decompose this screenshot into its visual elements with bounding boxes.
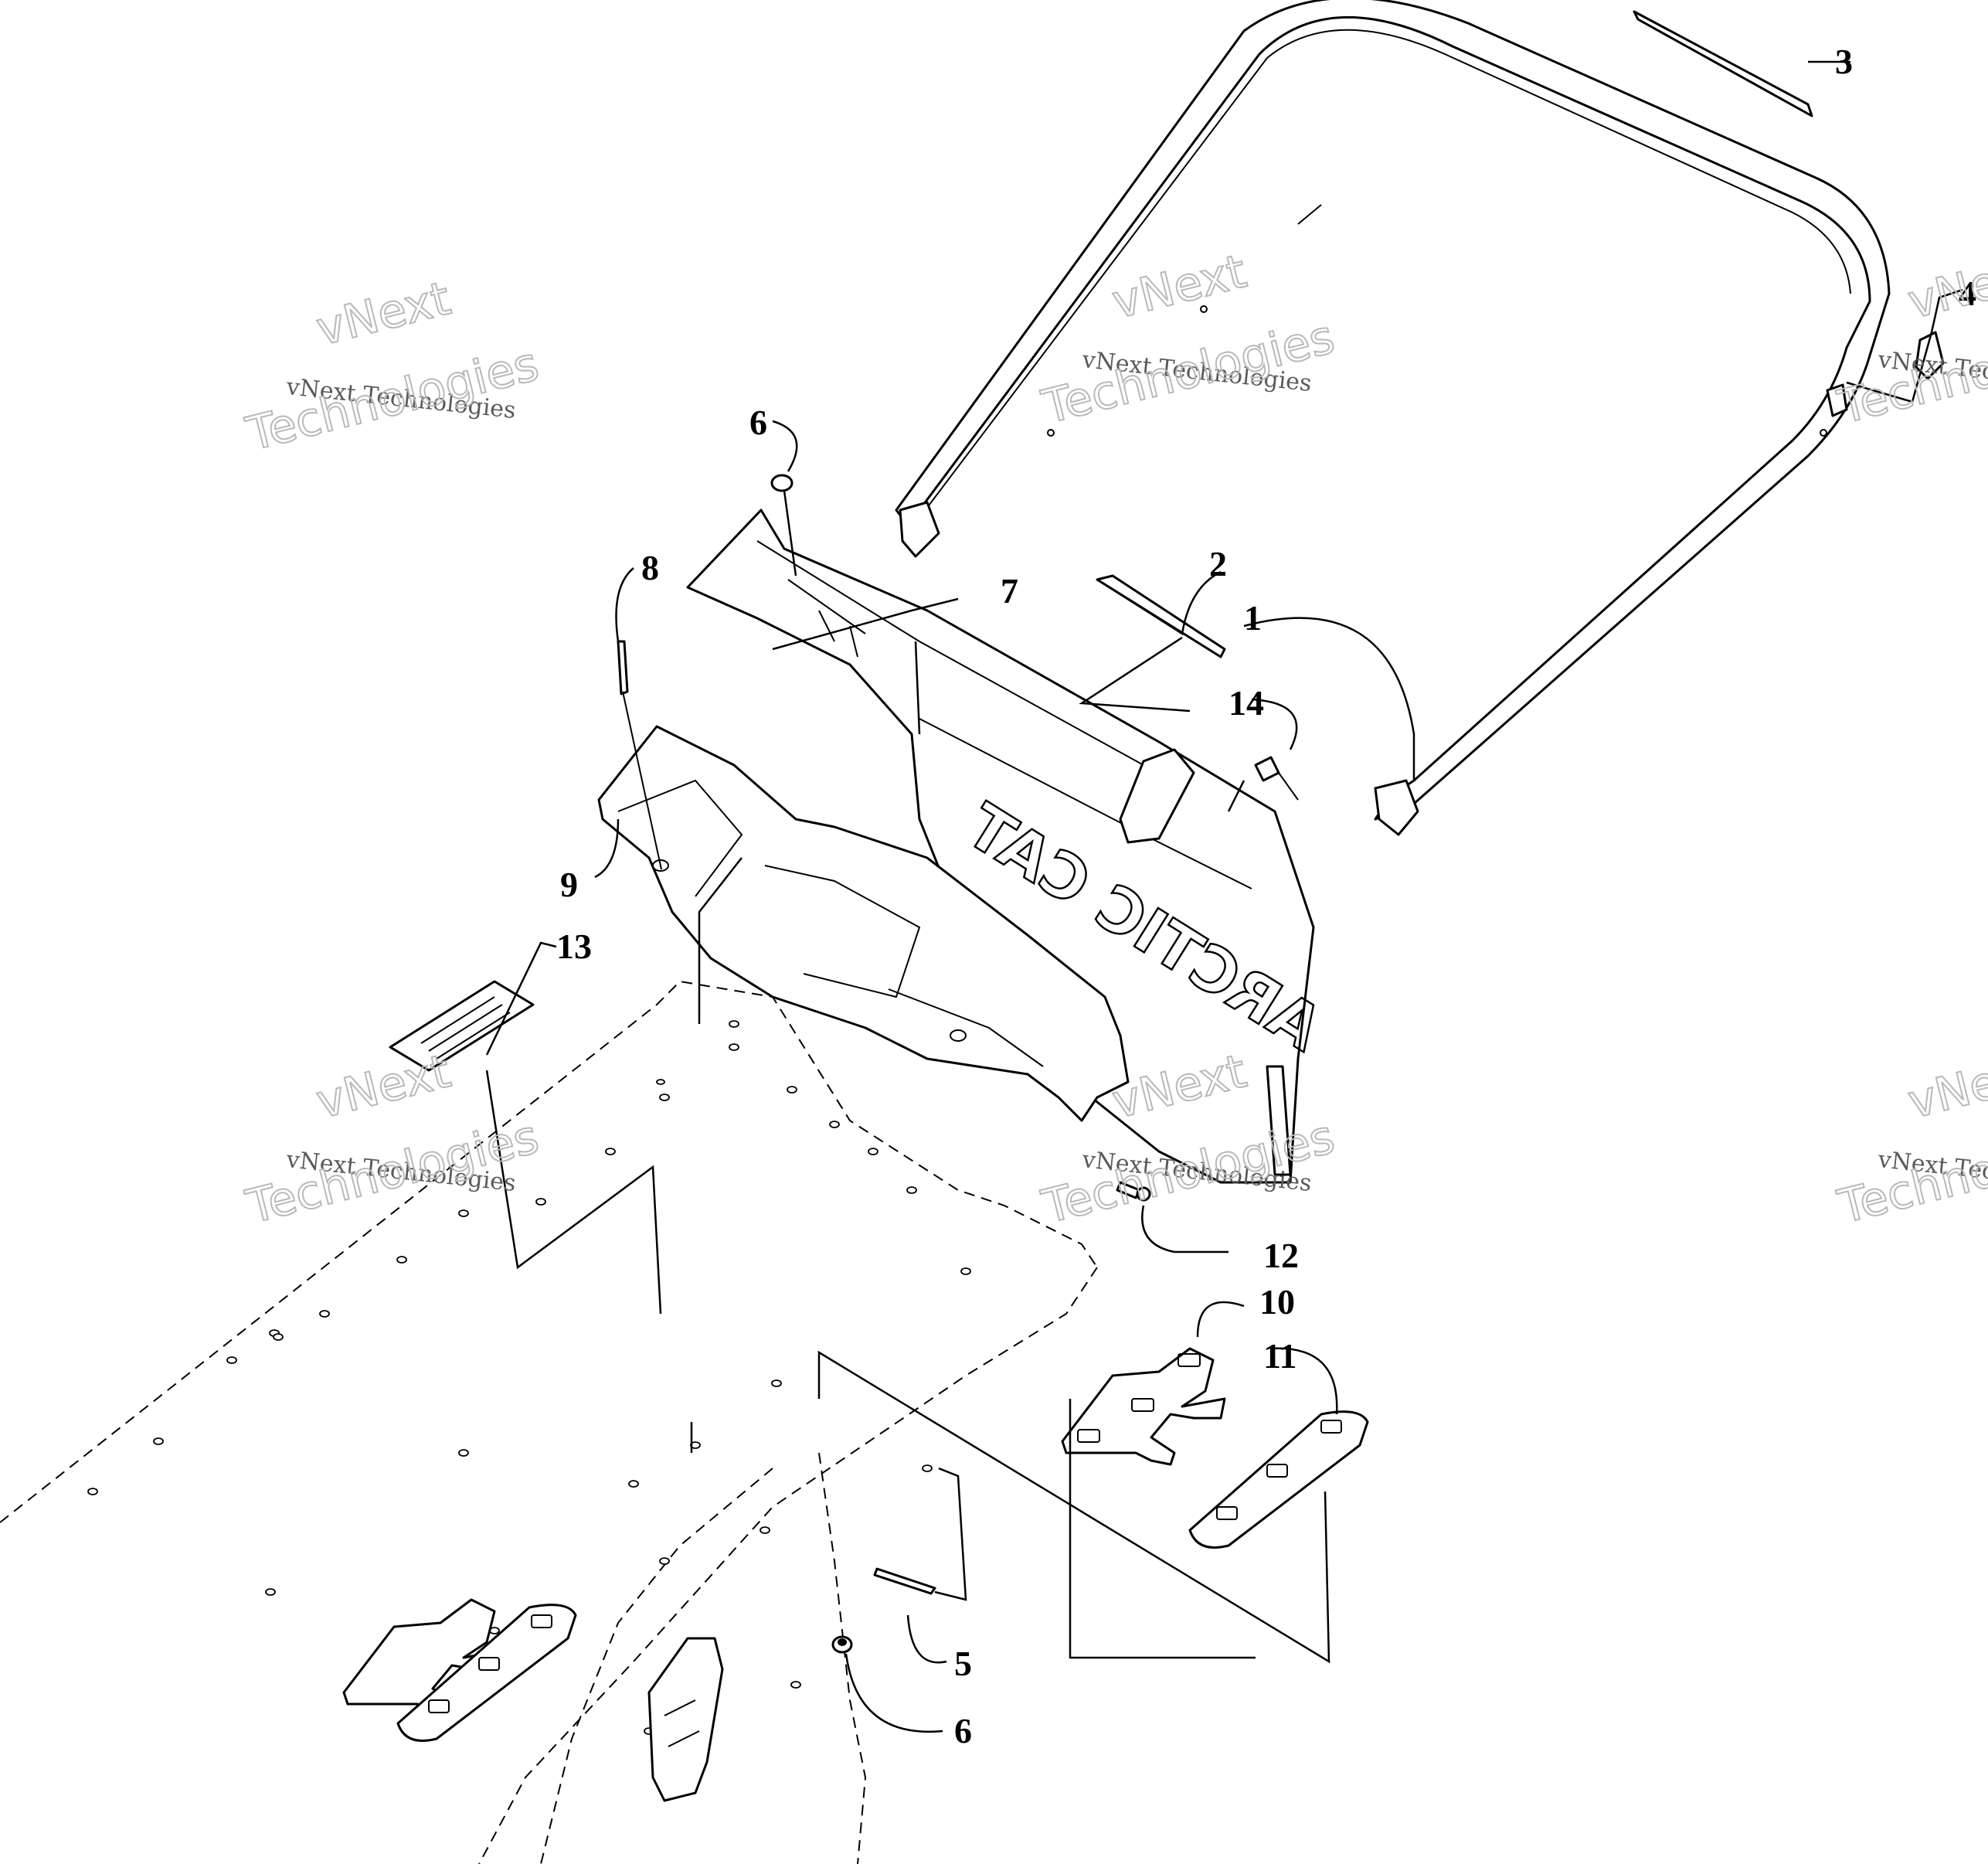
part-5-rivet	[873, 1567, 936, 1595]
watermark-6: vNext vNext Technologies Technologies	[1832, 1043, 1988, 1235]
part-3-strip	[1633, 10, 1813, 117]
callout-5: 5	[954, 1644, 972, 1683]
callout-9: 9	[560, 865, 578, 904]
part-6-screw-top	[770, 474, 794, 492]
svg-text:Technologies: Technologies	[241, 337, 544, 461]
callout-3: 3	[1835, 42, 1853, 81]
part-11-pad	[1188, 1410, 1369, 1549]
part-13-label	[389, 980, 535, 1072]
leader-lines	[485, 60, 1963, 1733]
svg-text:vNext: vNext	[311, 1044, 456, 1129]
callout-8: 8	[641, 548, 659, 587]
svg-text:vNext: vNext	[311, 271, 456, 356]
watermark-1: vNext vNext Technologies Technologies	[240, 270, 545, 462]
svg-text:Technologies: Technologies	[1833, 1110, 1988, 1234]
callout-1: 1	[1244, 598, 1262, 638]
part-12-screw	[1116, 1181, 1151, 1202]
assembled-bracket-pad	[342, 1598, 577, 1742]
callout-13: 13	[556, 927, 592, 966]
svg-text:vNext: vNext	[1903, 1044, 1988, 1129]
svg-text:vNext: vNext	[1107, 244, 1252, 329]
svg-text:Technologies: Technologies	[241, 1110, 544, 1234]
svg-text:vNext: vNext	[1903, 244, 1988, 329]
part-8-rivet	[617, 640, 662, 870]
part-14-fastener	[1254, 756, 1299, 801]
svg-text:Technologies: Technologies	[1037, 310, 1340, 434]
callout-10: 10	[1259, 1282, 1295, 1321]
part-10-bracket	[1061, 1347, 1226, 1466]
callout-4: 4	[1959, 274, 1976, 313]
callout-11: 11	[1263, 1336, 1296, 1376]
rear-panel: ARCTIC CAT	[686, 509, 1335, 1184]
part-6-screw-bottom	[831, 1635, 853, 1654]
callout-12: 12	[1263, 1236, 1299, 1275]
bottom-tray	[597, 725, 1130, 1122]
callout-7: 7	[1001, 571, 1018, 611]
part-2-decal	[1096, 574, 1226, 658]
callout-2: 2	[1209, 544, 1227, 583]
roll-bar-tube	[895, 0, 1891, 836]
callout-6-top: 6	[749, 403, 767, 442]
callouts: 1 2 3 4 5 6 6 7 8 9 10 11 12 13 14	[556, 42, 1976, 1750]
watermark-4: vNext vNext Technologies Technologies	[240, 1043, 545, 1235]
assembled-panel-corner	[647, 1637, 724, 1802]
callout-14: 14	[1228, 683, 1264, 723]
bed-holes	[87, 1020, 971, 1735]
callout-6-bottom: 6	[954, 1711, 972, 1750]
vehicle-bed-outline	[0, 980, 1098, 1864]
